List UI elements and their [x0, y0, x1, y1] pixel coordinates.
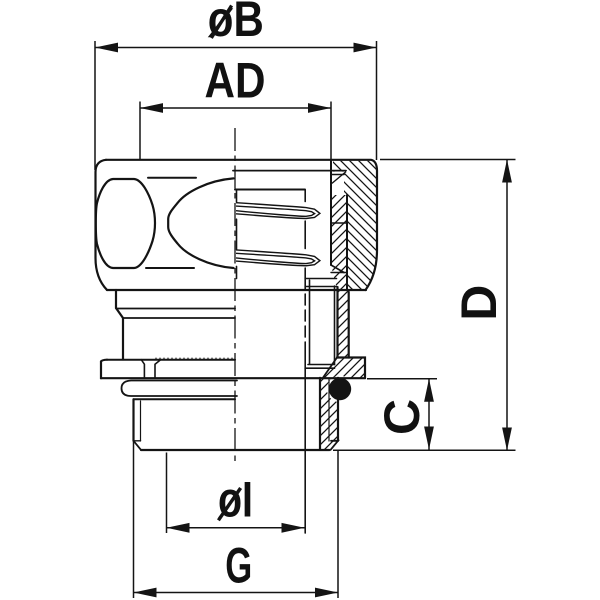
svg-text:D: D [451, 285, 507, 321]
svg-text:øB: øB [208, 0, 264, 47]
svg-text:G: G [225, 538, 252, 594]
svg-text:C: C [374, 399, 430, 435]
svg-text:AD: AD [205, 53, 266, 109]
svg-text:øI: øI [218, 472, 253, 528]
